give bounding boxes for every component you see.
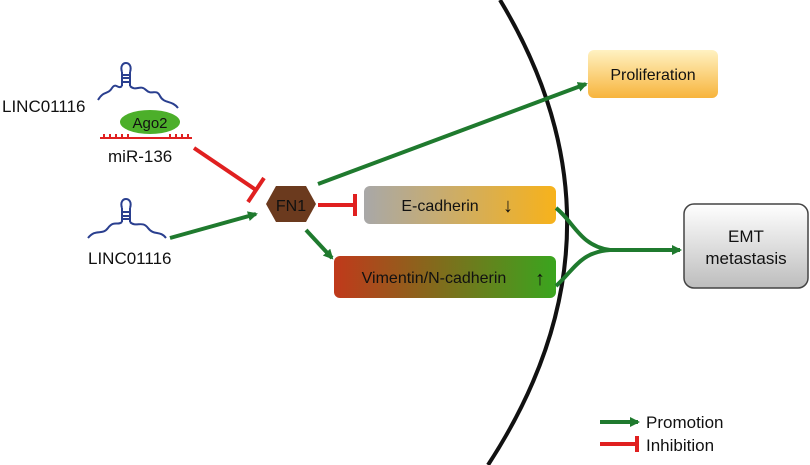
- linc01116-top-label: LINC01116: [2, 97, 85, 116]
- vimentin-label: Vimentin/N-cadherin: [362, 270, 507, 287]
- proliferation-box: [588, 50, 718, 98]
- legend-inhibition-label: Inhibition: [646, 436, 714, 455]
- vimentin-up-arrow: ↑: [535, 268, 545, 290]
- rna-hairpin-icon: [87, 198, 167, 239]
- ecadherin-label: E-cadherin: [401, 198, 478, 215]
- promotion-arrow: [304, 228, 334, 260]
- linc01116-bottom-label: LINC01116: [88, 249, 171, 268]
- mir136-label: miR-136: [108, 147, 172, 166]
- inhibition-arrow: [318, 194, 357, 216]
- inhibition-arrow: [192, 146, 266, 204]
- mirna-strand: [100, 134, 192, 139]
- cell-membrane-arc: [486, 0, 570, 465]
- promotion-arrow: [169, 211, 258, 240]
- ecadherin-box: [364, 186, 556, 224]
- metastasis-label: metastasis: [705, 249, 786, 268]
- vimentin-box: [334, 256, 556, 298]
- rna-hairpin-icon: [97, 62, 179, 109]
- ecadherin-down-arrow: ↓: [503, 195, 513, 217]
- legend-promotion-label: Promotion: [646, 413, 723, 432]
- converging-promotion: [554, 206, 611, 288]
- ago2-protein: [120, 110, 180, 134]
- promotion-arrow: [317, 82, 588, 186]
- fn1-node: [266, 186, 316, 222]
- proliferation-label: Proliferation: [610, 67, 695, 84]
- legend: Promotion Inhibition: [600, 413, 723, 455]
- fn1-label: FN1: [276, 198, 306, 215]
- emt-label: EMT: [728, 227, 764, 246]
- emt-metastasis-box: [683, 203, 809, 289]
- ago2-label: Ago2: [132, 115, 167, 132]
